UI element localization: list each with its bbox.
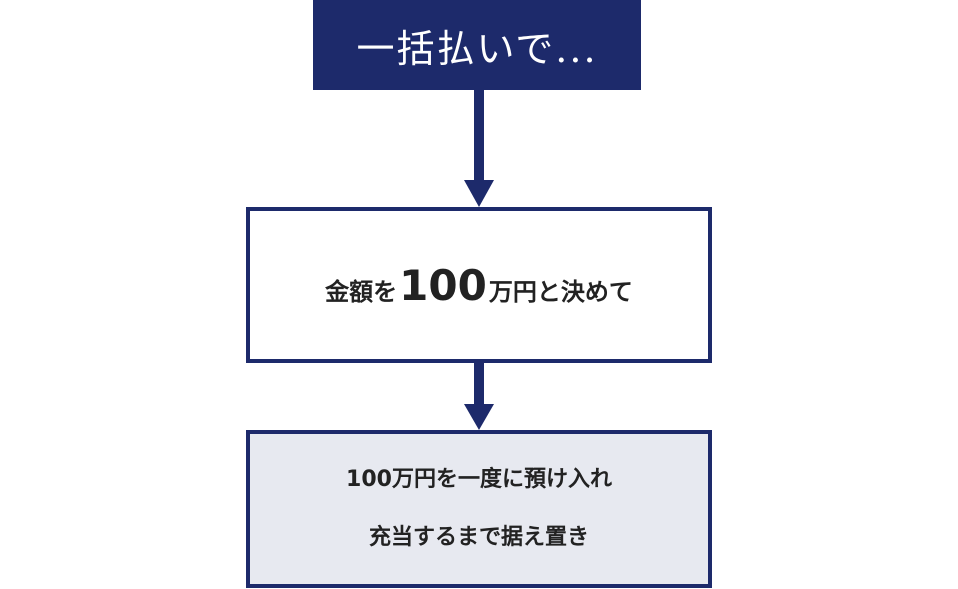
step-box-deposit-hold: 100万円を一度に預け入れ 充当するまで据え置き: [246, 430, 712, 588]
arrow-step2-to-step3: [464, 363, 494, 430]
step-1-text: 一括払いで...: [356, 26, 598, 71]
arrow-head-2: [464, 404, 494, 430]
step-3-line-2: 充当するまで据え置き: [368, 525, 589, 550]
step-box-lump-sum: 一括払いで...: [313, 0, 641, 90]
step-2-text: 金額を100万円と決めて: [325, 261, 633, 310]
arrow-step1-to-step2: [464, 90, 494, 207]
arrow-shaft-1: [474, 90, 484, 182]
arrow-head-1: [464, 180, 494, 207]
step-3-line-1: 100万円を一度に預け入れ: [346, 467, 612, 492]
step-2-amount: 100: [399, 260, 487, 310]
step-2-prefix: 金額を: [325, 277, 398, 306]
arrow-shaft-2: [474, 363, 484, 406]
step-box-set-amount: 金額を100万円と決めて: [246, 207, 712, 363]
step-2-suffix: 万円と決めて: [488, 277, 633, 306]
